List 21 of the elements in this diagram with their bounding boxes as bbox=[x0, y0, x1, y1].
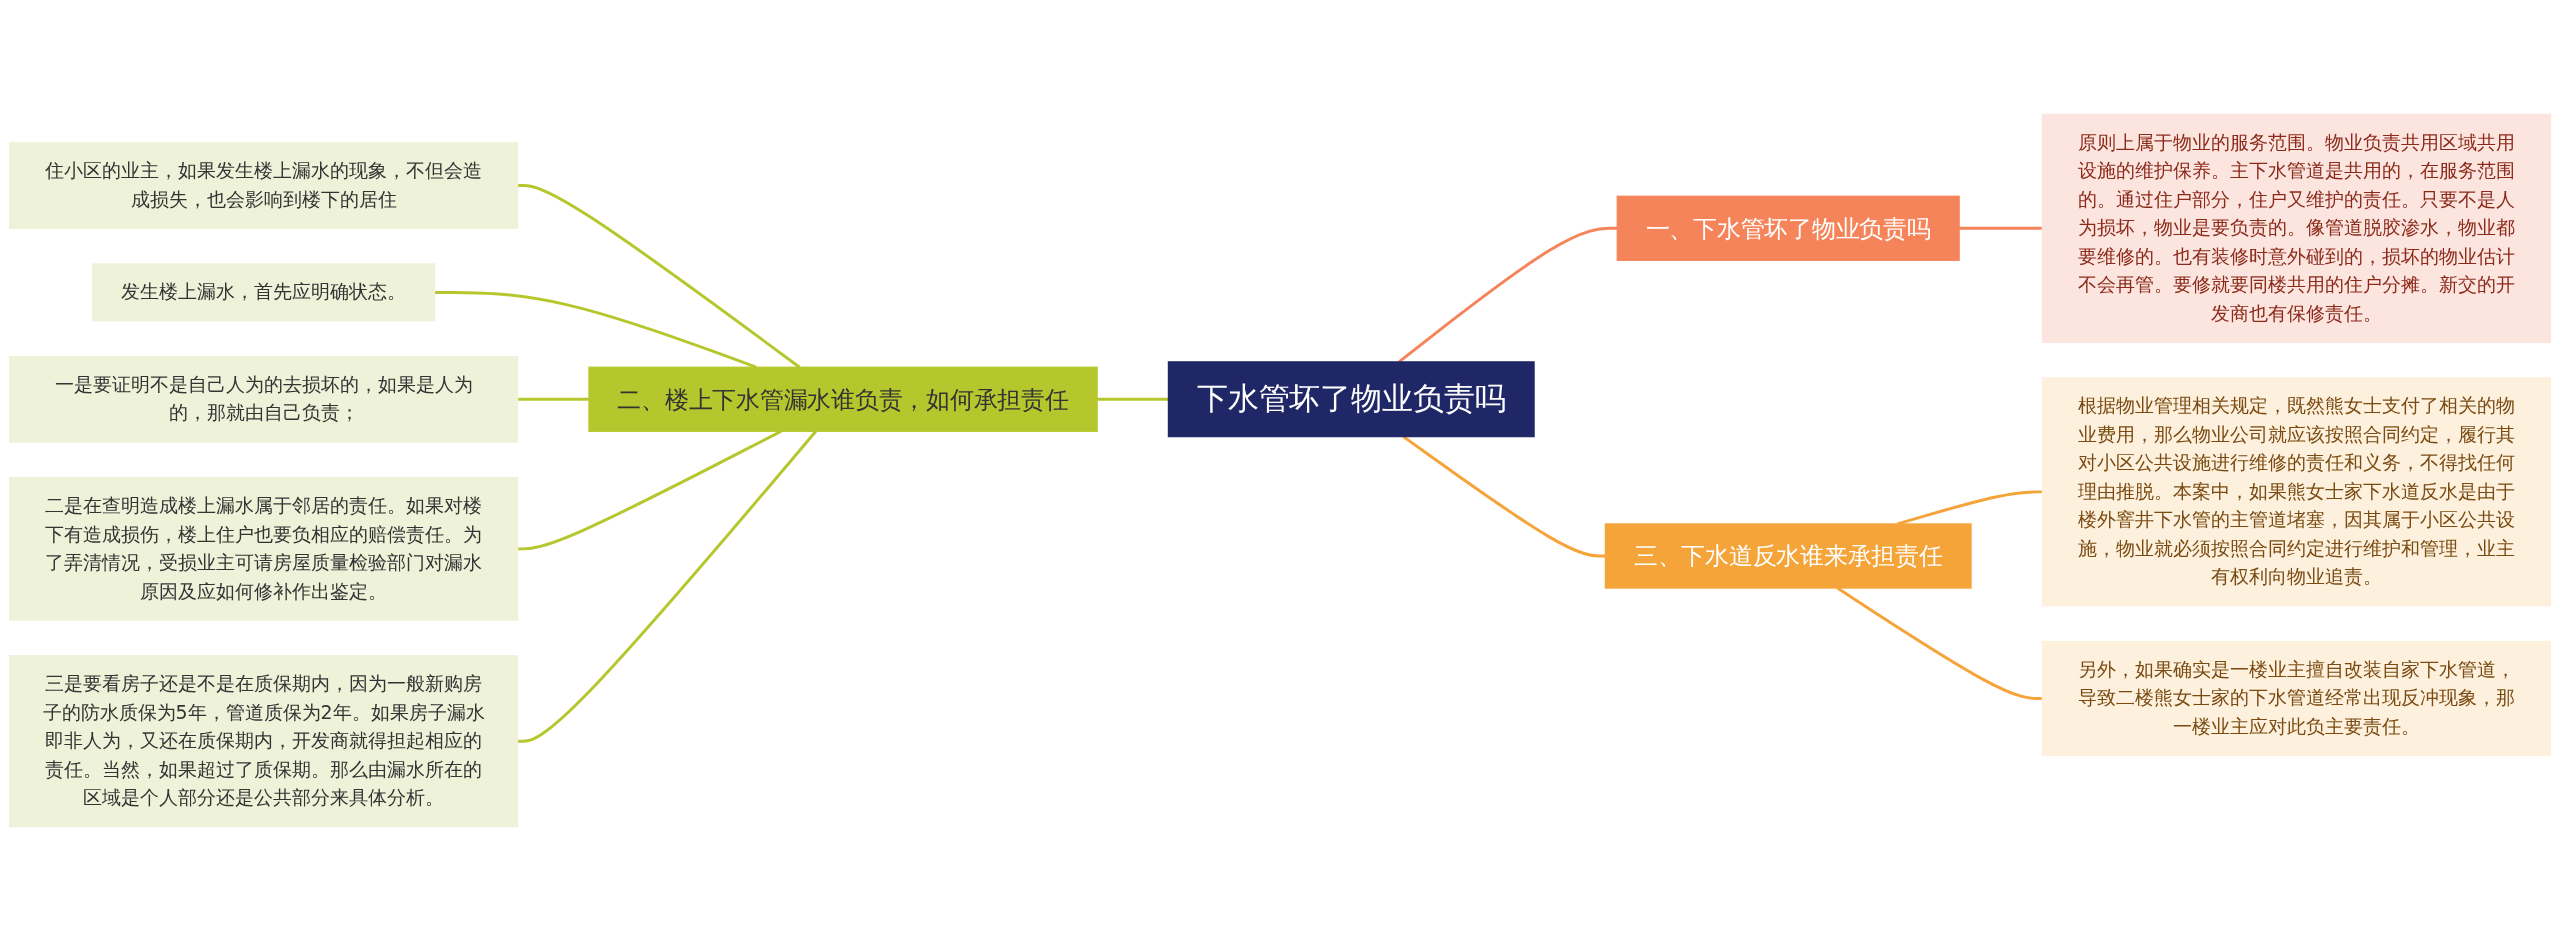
connector bbox=[1097, 397, 1169, 401]
node-box: 二是在查明造成楼上漏水属于邻居的责任。如果对楼下有造成损伤，楼上住户也要负相应的赔偿责任。为了弄清情况，受损业主可请房屋质量检验部门对漏水原因及应如何修补作出鉴定。 bbox=[8, 477, 519, 621]
node-box: 发生楼上漏水，首先应明确状态。 bbox=[92, 263, 436, 322]
node-box: 另外，如果确实是一楼业主擅自改装自家下水管道，导致二楼熊女士家的下水管道经常出现反冲现象，那一楼业主应对此负主要责任。 bbox=[2041, 640, 2552, 757]
node-box: 根据物业管理相关规定，既然熊女士支付了相关的物业费用，那么物业公司就应该按照合同约定，履行其对小区公共设施进行维修的责任和义务，不得找任何理由推脱。本案中，如果熊女士家下水道反水是由于楼外窨井下水管的主管道堵塞，因其属于小区公共设施，物业就必须按照合同约定进行维护和管理，业主有权利向物业追责。 bbox=[2041, 377, 2552, 607]
node-box: 一是要证明不是自己人为的去损坏的，如果是人为的，那就由自己负责； bbox=[8, 355, 519, 443]
node-box: 住小区的业主，如果发生楼上漏水的现象，不但会造成损失，也会影响到楼下的居住 bbox=[8, 142, 519, 229]
node-box: 下水管坏了物业负责吗 bbox=[1167, 361, 1535, 438]
connector bbox=[1402, 435, 1606, 558]
node-box: 三是要看房子还是不是在质保期内，因为一般新购房子的防水质保为5年，管道质保为2年。如果房子漏水即非人为，又还在质保期内，开发商就得担起相应的责任。当然，如果超过了质保期。那么由漏水所在的区域是个人部分还是公共部分来具体分析。 bbox=[8, 655, 519, 828]
node-box: 原则上属于物业的服务范围。物业负责共用区域共用设施的维护保养。主下水管道是共用的，在服务范围的。通过住户部分，住户又维护的责任。只要不是人为损坏，物业是要负责的。像管道脱胶渗水，物业都要维修的。也有装修时意外碰到的，损坏的物业估计不会再管。要修就要同楼共用的住户分摊。新交的开发商也有保修责任。 bbox=[2041, 113, 2552, 343]
connector bbox=[434, 290, 757, 369]
node-box: 二、楼上下水管漏水谁负责，如何承担责任 bbox=[588, 366, 1098, 432]
connector bbox=[517, 430, 782, 551]
node-box: 一、下水管坏了物业负责吗 bbox=[1616, 195, 1960, 261]
connector bbox=[517, 184, 801, 369]
connector bbox=[517, 430, 817, 743]
node-box: 三、下水道反水谁来承担责任 bbox=[1604, 523, 1972, 589]
connector bbox=[517, 397, 589, 401]
connector bbox=[1959, 226, 2043, 230]
connector bbox=[1398, 226, 1618, 363]
